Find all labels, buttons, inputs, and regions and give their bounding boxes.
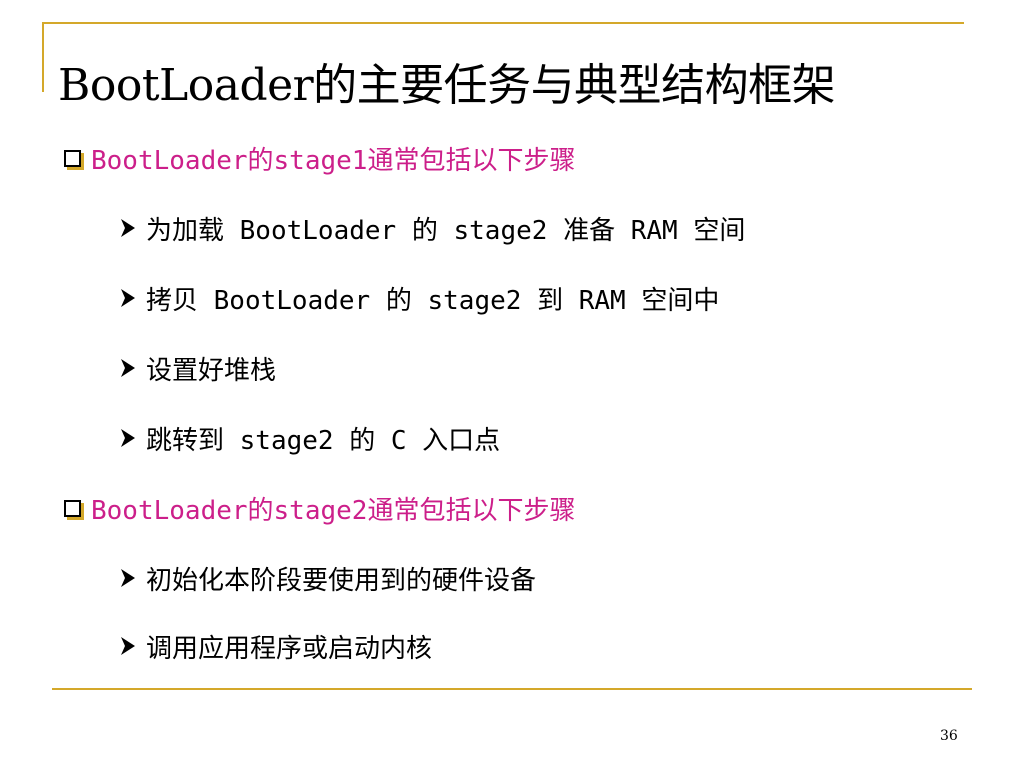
checkbox-square-icon bbox=[64, 149, 81, 167]
list-item: 调用应用程序或启动内核 bbox=[118, 626, 432, 666]
arrow-right-icon bbox=[121, 289, 135, 307]
arrow-right-icon bbox=[121, 569, 135, 587]
list-item-text: 拷贝 BootLoader 的 stage2 到 RAM 空间中 bbox=[146, 285, 720, 316]
list-item: 设置好堆栈 bbox=[118, 348, 276, 388]
section-heading-text: BootLoader的stage2通常包括以下步骤 bbox=[91, 495, 576, 526]
arrow-right-icon bbox=[121, 359, 135, 377]
list-item-text: 初始化本阶段要使用到的硬件设备 bbox=[146, 565, 537, 596]
section-heading-text: BootLoader的stage1通常包括以下步骤 bbox=[91, 145, 576, 176]
list-item: 为加载 BootLoader 的 stage2 准备 RAM 空间 bbox=[118, 208, 745, 248]
list-item: 初始化本阶段要使用到的硬件设备 bbox=[118, 558, 536, 598]
arrow-right-icon bbox=[121, 637, 135, 655]
frame-left-rule bbox=[42, 22, 44, 92]
list-item: 拷贝 BootLoader 的 stage2 到 RAM 空间中 bbox=[118, 278, 719, 318]
checkbox-square-icon bbox=[64, 499, 81, 517]
arrow-right-icon bbox=[121, 429, 135, 447]
page-number: 36 bbox=[940, 728, 958, 744]
arrow-right-icon bbox=[121, 219, 135, 237]
list-item-text: 跳转到 stage2 的 C 入口点 bbox=[146, 425, 501, 456]
list-item-text: 为加载 BootLoader 的 stage2 准备 RAM 空间 bbox=[146, 215, 746, 246]
list-item-text: 设置好堆栈 bbox=[146, 355, 277, 386]
list-item-text: 调用应用程序或启动内核 bbox=[146, 633, 433, 664]
section-heading-stage2: BootLoader的stage2通常包括以下步骤 bbox=[64, 488, 575, 528]
frame-bottom-rule bbox=[52, 688, 972, 690]
frame-top-rule bbox=[42, 22, 964, 24]
list-item: 跳转到 stage2 的 C 入口点 bbox=[118, 418, 500, 458]
slide-title: BootLoader的主要任务与典型结构框架 bbox=[58, 60, 836, 111]
section-heading-stage1: BootLoader的stage1通常包括以下步骤 bbox=[64, 138, 575, 178]
